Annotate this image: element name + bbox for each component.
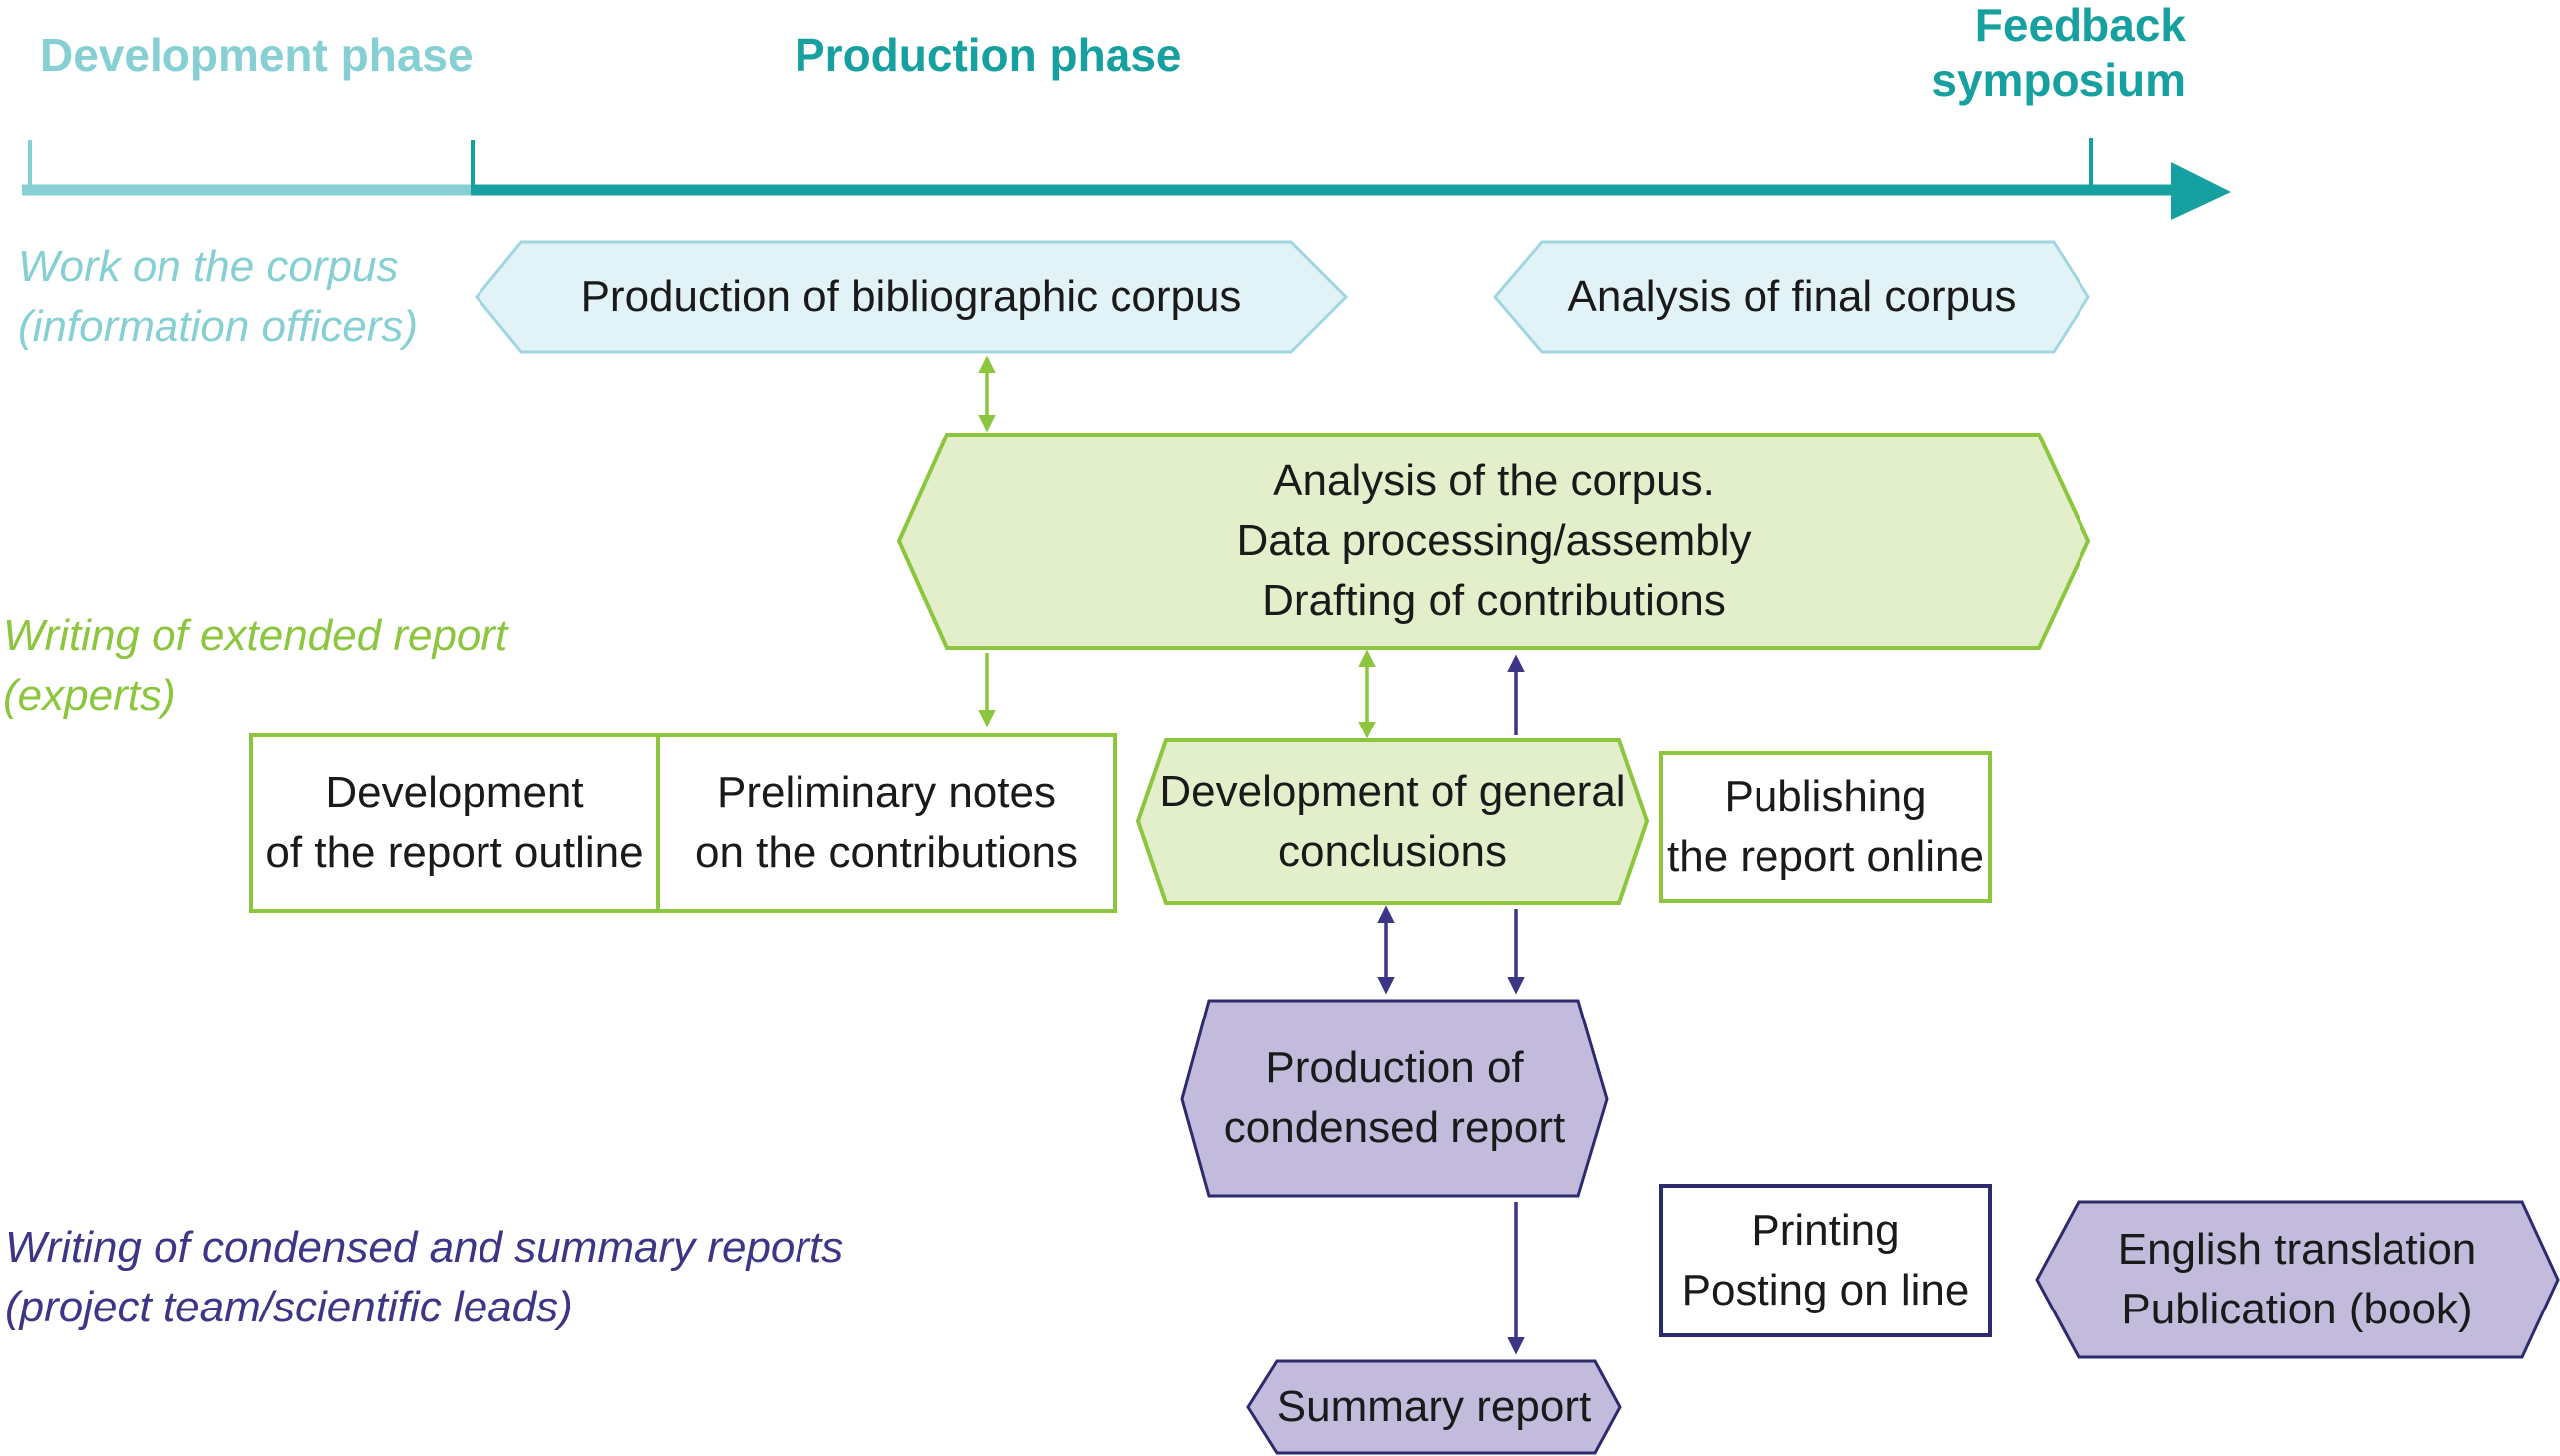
summary-report-box: Summary report [1276, 1382, 1592, 1431]
analysis-box: Analysis of the corpus. Data processing/… [1236, 456, 1752, 625]
general-conclusions-box: Development of general conclusions [1159, 766, 1626, 876]
development-phase-title: Development phase [40, 29, 474, 81]
condensed-report-box: Production of condensed report [1223, 1043, 1566, 1152]
condensed-report-shape [1180, 999, 1609, 1198]
printing-box-shape [1659, 1184, 1992, 1337]
analysis-shape [896, 433, 2091, 650]
translation-shape [2035, 1200, 2560, 1359]
printing-box: Printing Posting on line [1681, 1206, 1970, 1314]
report-outline-box: Development of the report outline [265, 768, 644, 877]
final-corpus-shape [1493, 240, 2090, 354]
english-translation-box: English translation Publication (book) [2117, 1225, 2477, 1333]
lane-label-extended: Writing of extended report (experts) [3, 611, 508, 720]
lane-label-condensed: Writing of condensed and summary reports… [5, 1223, 844, 1331]
preliminary-box-shape [656, 733, 1117, 913]
production-phase-title: Production phase [795, 29, 1182, 81]
bibliographic-corpus-shape [475, 240, 1349, 354]
final-corpus-box: Analysis of final corpus [1567, 272, 2017, 321]
lane-label-corpus: Work on the corpus (information officers… [18, 242, 419, 351]
conclusions-shape [1135, 738, 1650, 905]
feedback-symposium-title: Feedback symposium [1931, 0, 2186, 107]
bibliographic-corpus-box: Production of bibliographic corpus [580, 272, 1242, 321]
preliminary-notes-box: Preliminary notes on the contributions [694, 768, 1079, 877]
summary-report-shape [1246, 1359, 1622, 1455]
publishing-box-shape [1659, 751, 1992, 903]
publishing-online-box: Publishing the report online [1667, 772, 1984, 881]
timeline-arrowhead [2171, 162, 2231, 220]
